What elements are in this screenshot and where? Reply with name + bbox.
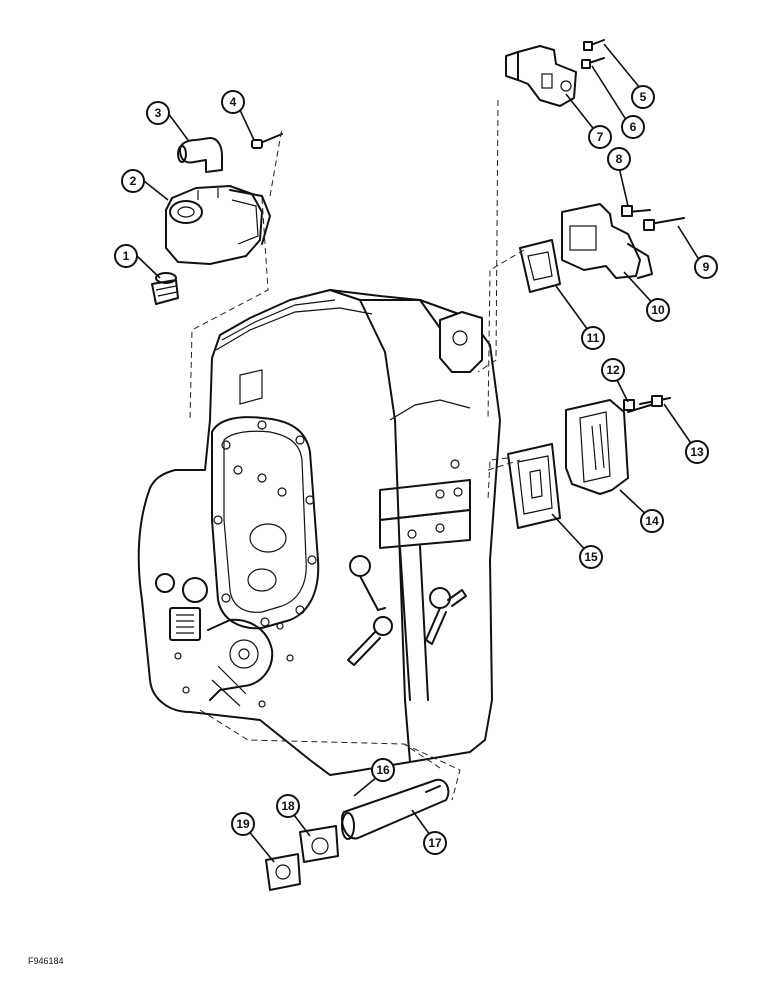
callout-11: 11 [581, 326, 605, 350]
figure-id-label: F946184 [28, 956, 64, 966]
callout-label: 1 [123, 249, 130, 263]
callout-label: 5 [640, 90, 647, 104]
callout-15: 15 [579, 545, 603, 569]
callout-7: 7 [588, 125, 612, 149]
callout-label: 4 [230, 95, 237, 109]
callout-label: 7 [597, 130, 604, 144]
callout-17: 17 [423, 831, 447, 855]
callout-label: 15 [584, 550, 598, 564]
callout-16: 16 [371, 758, 395, 782]
callout-19: 19 [231, 812, 255, 836]
callout-label: 19 [236, 817, 250, 831]
valve-assembly-lower [507, 395, 671, 529]
callout-label: 18 [281, 799, 295, 813]
callout-8: 8 [607, 147, 631, 171]
valve-assembly-upper [505, 39, 605, 107]
callout-1: 1 [114, 244, 138, 268]
pump-assembly [151, 133, 283, 305]
callout-label: 16 [376, 763, 390, 777]
callout-2: 2 [121, 169, 145, 193]
callout-label: 8 [616, 152, 623, 166]
callout-6: 6 [621, 115, 645, 139]
valve-assembly-middle [519, 203, 685, 293]
callout-label: 10 [651, 303, 665, 317]
callout-label: 2 [130, 174, 137, 188]
callout-label: 12 [606, 363, 620, 377]
callout-label: 11 [587, 331, 600, 345]
callout-12: 12 [601, 358, 625, 382]
callout-label: 9 [703, 260, 710, 274]
callout-3: 3 [146, 101, 170, 125]
callout-4: 4 [221, 90, 245, 114]
suction-tube-assembly [265, 778, 450, 891]
callout-label: 17 [428, 836, 442, 850]
callout-18: 18 [276, 794, 300, 818]
callout-label: 14 [645, 514, 659, 528]
callout-5: 5 [631, 85, 655, 109]
callout-10: 10 [646, 298, 670, 322]
assembly-guide-lines [189, 99, 525, 801]
callout-14: 14 [640, 509, 664, 533]
callout-label: 3 [155, 106, 162, 120]
transmission-housing [137, 289, 501, 776]
callout-label: 6 [630, 120, 637, 134]
callout-13: 13 [685, 440, 709, 464]
callout-9: 9 [694, 255, 718, 279]
callout-label: 13 [690, 445, 704, 459]
